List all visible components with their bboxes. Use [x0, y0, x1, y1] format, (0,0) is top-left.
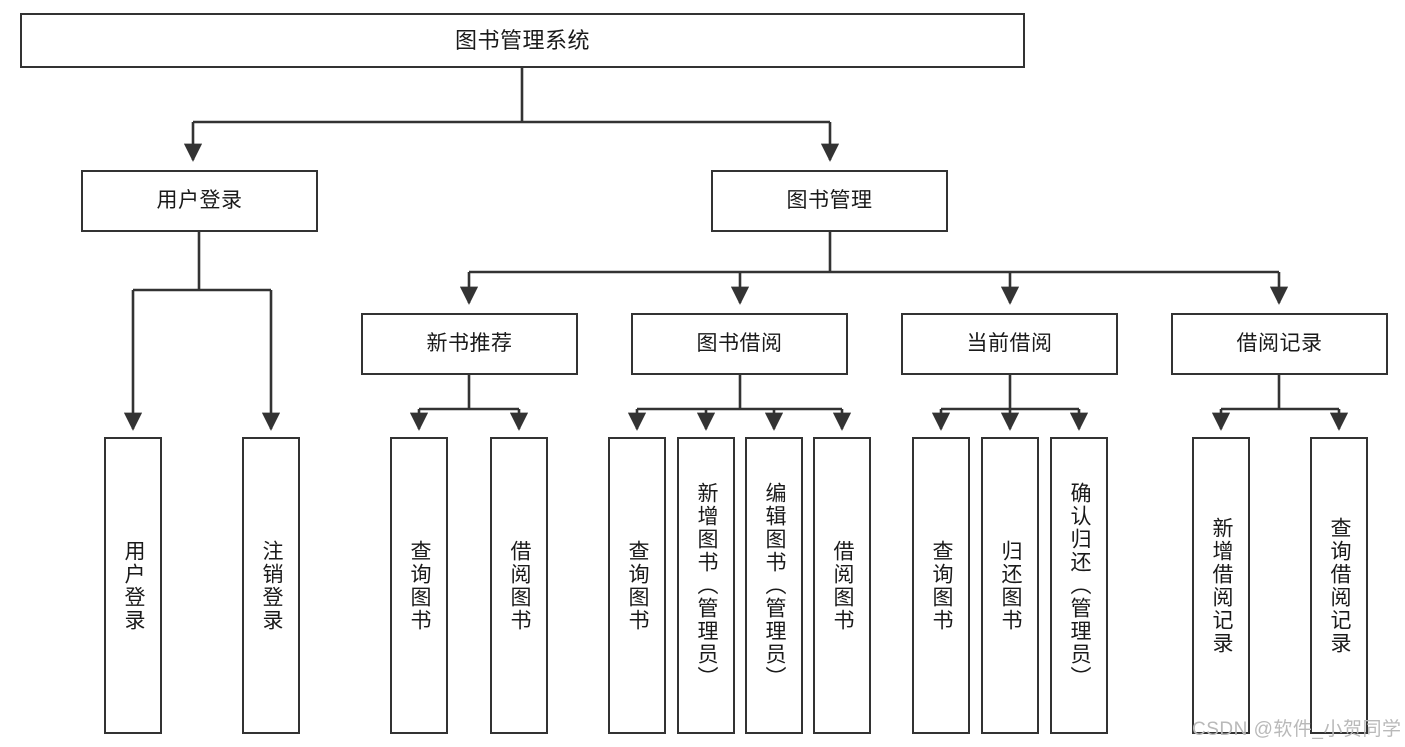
node-label: 图书管理: [786, 188, 873, 212]
node-label: 查询图书: [408, 539, 432, 632]
node-label: 借阅记录: [1236, 331, 1323, 355]
node-borrow-records[interactable]: 借阅记录: [1171, 313, 1388, 375]
leaf-current-query-book[interactable]: 查询图书: [912, 437, 970, 734]
node-label: 新增借阅记录: [1210, 516, 1234, 655]
leaf-borrow-query-book[interactable]: 查询图书: [608, 437, 666, 734]
node-root-system[interactable]: 图书管理系统: [20, 13, 1025, 68]
leaf-user-login-signin[interactable]: 用户登录: [104, 437, 162, 734]
node-label: 图书管理系统: [454, 27, 590, 53]
node-label: 确认归还（管理员）: [1068, 482, 1092, 689]
leaf-new-book-borrow[interactable]: 借阅图书: [490, 437, 548, 734]
leaf-records-query-record[interactable]: 查询借阅记录: [1310, 437, 1368, 734]
node-label: 归还图书: [999, 539, 1023, 632]
node-label: 用户登录: [156, 188, 243, 212]
node-label: 新书推荐: [426, 331, 513, 355]
leaf-current-return-book[interactable]: 归还图书: [981, 437, 1039, 734]
node-label: 当前借阅: [966, 331, 1053, 355]
leaf-new-book-query[interactable]: 查询图书: [390, 437, 448, 734]
node-label: 查询图书: [930, 539, 954, 632]
node-book-management[interactable]: 图书管理: [711, 170, 948, 232]
leaf-borrow-add-book-admin[interactable]: 新增图书（管理员）: [677, 437, 735, 734]
node-book-borrow[interactable]: 图书借阅: [631, 313, 848, 375]
node-new-book-recommend[interactable]: 新书推荐: [361, 313, 578, 375]
node-label: 借阅图书: [508, 539, 532, 632]
node-label: 查询借阅记录: [1328, 516, 1352, 655]
node-label: 用户登录: [122, 539, 146, 632]
node-label: 借阅图书: [831, 539, 855, 632]
node-user-login[interactable]: 用户登录: [81, 170, 318, 232]
node-label: 图书借阅: [696, 331, 783, 355]
leaf-borrow-edit-book-admin[interactable]: 编辑图书（管理员）: [745, 437, 803, 734]
node-label: 查询图书: [626, 539, 650, 632]
node-label: 新增图书（管理员）: [695, 482, 719, 689]
node-label: 编辑图书（管理员）: [763, 482, 787, 689]
leaf-borrow-borrow-book[interactable]: 借阅图书: [813, 437, 871, 734]
leaf-user-login-signout[interactable]: 注销登录: [242, 437, 300, 734]
watermark: CSDN @软件_小贺同学: [1192, 719, 1402, 740]
node-current-borrow[interactable]: 当前借阅: [901, 313, 1118, 375]
leaf-records-add-record[interactable]: 新增借阅记录: [1192, 437, 1250, 734]
node-label: 注销登录: [260, 539, 284, 632]
leaf-current-confirm-return-admin[interactable]: 确认归还（管理员）: [1050, 437, 1108, 734]
